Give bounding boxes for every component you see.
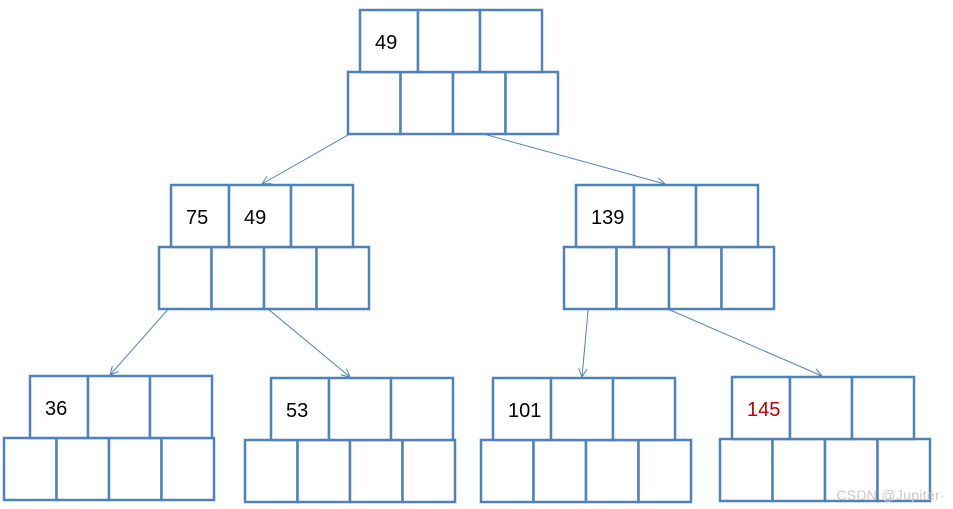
pointer-cell [2,436,58,502]
pointer-cell [243,438,299,504]
key-cell [358,8,420,74]
pointer-cell [210,245,266,311]
pointer-cell [451,70,507,136]
key-cell [289,183,355,249]
key-cell [269,376,331,442]
node-leaf-4: 145 [718,375,932,503]
key-cell [478,8,544,74]
pointer-cell [55,436,111,502]
pointer-cell [667,245,723,311]
pointer-cell [107,436,163,502]
pointer-cell [160,436,216,502]
key-label: 36 [45,398,67,420]
key-cell [611,376,677,442]
key-label: 75 [186,207,208,229]
key-cell [389,376,455,442]
pointer-cell [157,245,213,311]
pointer-cell [262,245,318,311]
pointer-cell [315,245,371,311]
pointer-cell [348,438,404,504]
key-label: 53 [286,400,308,422]
key-cell [788,375,854,441]
key-label: 101 [508,400,541,422]
node-right: 139 [562,183,776,311]
pointer-cell [771,437,827,503]
pointer-cell [718,437,774,503]
key-cell [694,183,760,249]
key-cell [549,376,615,442]
key-cell [416,8,482,74]
node-leaf-1: 36 [2,374,216,502]
pointer-cell [532,438,588,504]
key-cell [86,374,152,440]
pointer-cell [823,437,879,503]
node-left: 75 49 [157,183,371,311]
key-label: 49 [244,207,266,229]
watermark: CSDN @Jupiter· [836,487,945,503]
pointer-cell [296,438,352,504]
pointer-cell [720,245,776,311]
key-cell [730,375,792,441]
pointer-cell [504,70,560,136]
key-cell [28,374,90,440]
key-cell [327,376,393,442]
key-cell [574,183,636,249]
node-root: 49 [346,8,560,136]
pointer-cell [401,438,457,504]
pointer-cell [346,70,402,136]
pointer-cell [637,438,693,504]
key-cell [850,375,916,441]
pointer-cell [399,70,455,136]
key-cell [632,183,698,249]
key-label: 49 [375,32,397,54]
key-label: 145 [747,399,780,421]
pointer-cell [584,438,640,504]
pointer-cell [562,245,618,311]
key-cell [148,374,214,440]
key-label: 139 [591,207,624,229]
node-leaf-2: 53 [243,376,457,504]
node-leaf-3: 101 [479,376,693,504]
pointer-cell [615,245,671,311]
pointer-cell [479,438,535,504]
